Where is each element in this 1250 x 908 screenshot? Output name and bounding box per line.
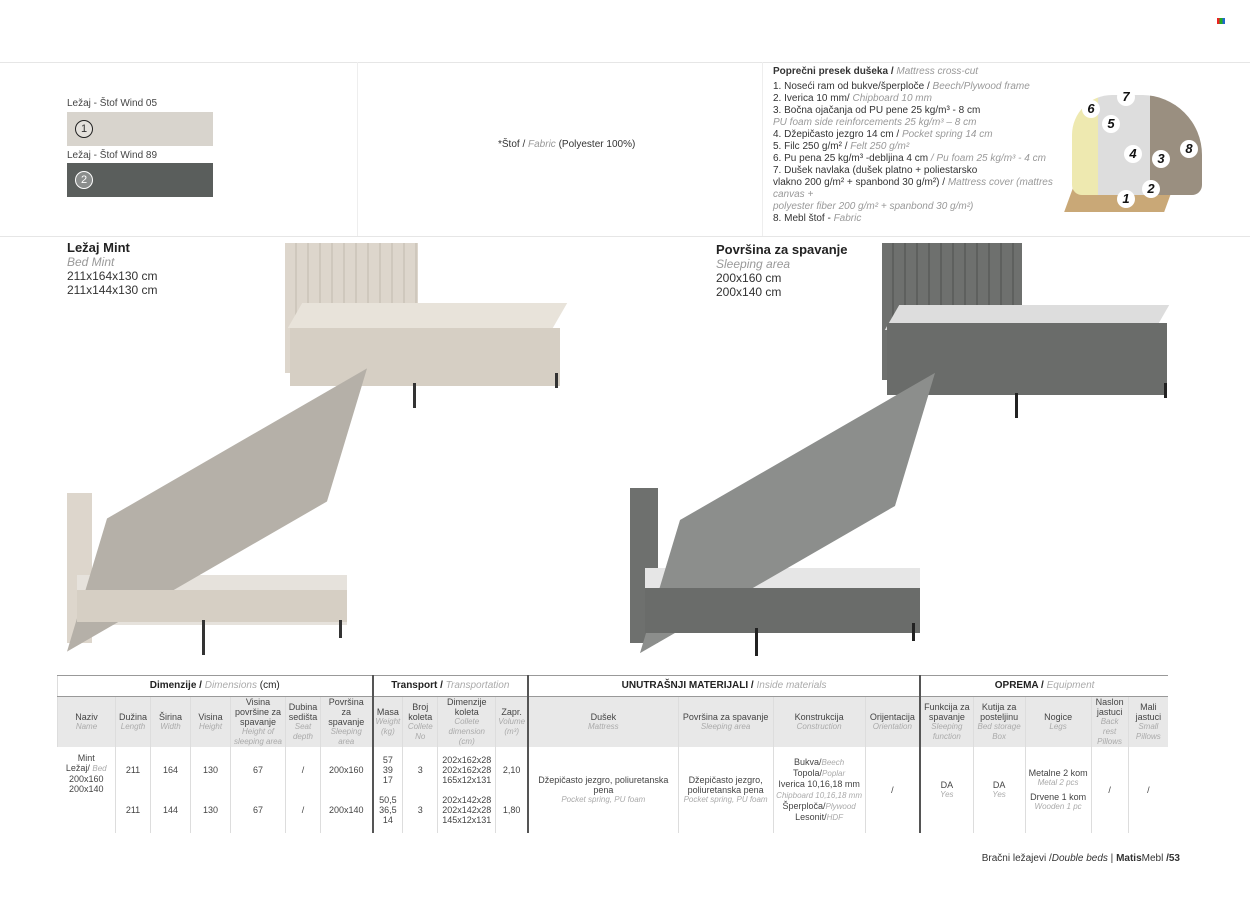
cross-section-item: 7. Dušek navlaka (dušek platno + poliest… — [773, 165, 978, 176]
cross-section-item: 2. Iverica 10 mm/ Chipboard 10 mm — [773, 93, 932, 104]
fabric-swatch-1[interactable]: 1 — [67, 112, 213, 146]
fabric-note: *Štof / Fabric (Polyester 100%) — [498, 139, 636, 150]
spec-table: Dimenzije / Dimensions (cm)Transport / T… — [57, 675, 1169, 833]
cross-section-label: 1 — [1117, 190, 1135, 208]
cross-section-label: 7 — [1117, 88, 1135, 106]
sleeping-area-info: Površina za spavanje Sleeping area 200x1… — [716, 242, 848, 299]
cross-section-item: vlakno 200 g/m² + spanbond 30 g/m²) / Ma… — [773, 177, 1053, 200]
product-info: Ležaj Mint Bed Mint 211x164x130 cm 211x1… — [67, 240, 158, 297]
dimension-cell: // — [285, 747, 321, 833]
cross-section-item: 4. Džepičasto jezgro 14 cm / Pocket spri… — [773, 129, 993, 140]
fabric-label-1: Ležaj - Štof Wind 05 — [67, 98, 158, 109]
cross-section-item: 1. Noseći ram od bukve/šperploče / Beech… — [773, 81, 1030, 92]
table-group-header: OPREMA / Equipment — [919, 675, 1169, 697]
cross-section-label: 6 — [1082, 100, 1100, 118]
cross-section-item: PU foam side reinforcements 25 kg/m³ – 8… — [773, 117, 977, 128]
cross-section-item: 6. Pu pena 25 kg/m³ -debljina 4 cm / Pu … — [773, 153, 1046, 164]
cross-section-label: 2 — [1142, 180, 1160, 198]
page-footer: Bračni ležajevi /Double beds | MatisMebl… — [981, 853, 1180, 864]
product-title: Ležaj Mint — [67, 240, 130, 255]
cross-section-list: 1. Noseći ram od bukve/šperploče / Beech… — [773, 81, 1053, 225]
cross-section-label: 5 — [1102, 115, 1120, 133]
backrest-pillows-cell: / — [1090, 747, 1129, 833]
cross-section-item: polyester fiber 200 g/m² + spanbond 30 g… — [773, 201, 974, 212]
cross-section-label: 8 — [1180, 140, 1198, 158]
cross-section-item: 8. Mebl štof - Fabric — [773, 213, 862, 224]
table-group-header: Transport / Transportation — [371, 675, 529, 697]
cross-section-label: 4 — [1124, 145, 1142, 163]
cross-section-title: Poprečni presek dušeka / Mattress cross-… — [773, 66, 979, 77]
product-title-en: Bed Mint — [67, 255, 115, 269]
cross-section-item: 3. Bočna ojačanja od PU pene 25 kg/m³ - … — [773, 105, 981, 116]
small-pillows-cell: / — [1127, 747, 1169, 833]
swatch-number: 1 — [75, 120, 93, 138]
fabric-label-2: Ležaj - Štof Wind 89 — [67, 150, 158, 161]
product-size: 211x144x130 cm — [67, 283, 158, 297]
logo-mark — [1217, 18, 1225, 24]
product-size: 211x164x130 cm — [67, 269, 158, 283]
table-group-header: Dimenzije / Dimensions (cm) — [57, 675, 373, 697]
cross-section-item: 5. Filc 250 g/m² / Felt 250 g/m² — [773, 141, 910, 152]
orientation-cell: / — [864, 747, 921, 833]
cross-section-label: 3 — [1152, 150, 1170, 168]
swatch-number: 2 — [75, 171, 93, 189]
fabric-swatch-2[interactable]: 2 — [67, 163, 213, 197]
column-header: Zapr.Volume (m³) — [495, 696, 529, 747]
table-group-header: UNUTRAŠNJI MATERIJALI / Inside materials — [527, 675, 921, 697]
